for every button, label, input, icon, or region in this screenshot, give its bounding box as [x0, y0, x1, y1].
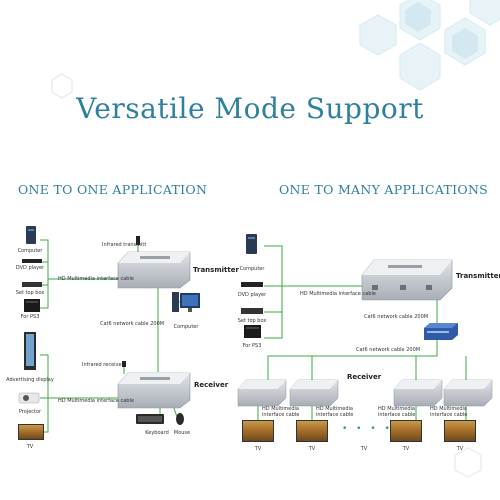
left-dvd-icon [22, 259, 42, 263]
left-output-label: Advertising display [6, 377, 54, 383]
left-computer-label: Computer [173, 324, 199, 330]
one-to-one-heading: ONE TO ONE APPLICATION [18, 182, 208, 197]
right-receiver-devices [237, 379, 493, 407]
right-receiver-label: Receiver [347, 373, 382, 381]
right-transmitter-label: Transmitter [456, 272, 500, 280]
left-source-label: DVD player [15, 265, 45, 271]
right-source-label: Set top box [237, 318, 267, 324]
right-cat6-top-label: Cat6 network cable 200M [364, 314, 429, 320]
right-hdmi-label: HD Multimedia interface cable [300, 291, 376, 297]
keyboard-label: Keyboard [145, 430, 169, 436]
right-tv-label: TV [254, 446, 262, 452]
network-switch-icon [424, 323, 458, 340]
receiver-cable-label: HD Multimedia interface cable [378, 406, 416, 418]
left-hdmi-rx-label: HD Multimedia interface cable [58, 398, 134, 404]
right-settopbox-icon [241, 308, 263, 314]
left-source-label: Set top box [15, 290, 45, 296]
right-source-label: DVD player [237, 292, 267, 298]
left-transmitter-device [117, 251, 191, 289]
right-ps3-icon [244, 325, 261, 338]
right-cables [257, 245, 467, 420]
projector-icon [18, 392, 40, 404]
right-computer-icon [246, 234, 257, 254]
right-transmitter-device [361, 259, 453, 301]
right-tv-icons [242, 420, 476, 442]
receiver-cable-label: HD Multimedia interface cable [430, 406, 468, 418]
left-computer-monitor-icon [172, 292, 200, 312]
left-ps3-icon [24, 299, 40, 312]
left-transmitter-label: Transmitter [193, 266, 239, 274]
receiver-cable-label: HD Multimedia interface cable [316, 406, 354, 418]
left-tv-icon [18, 424, 44, 440]
left-receiver-label: Receiver [194, 381, 229, 389]
right-tv-label: TV [308, 446, 316, 452]
left-hdmi-label: HD Multimedia interface cable [58, 276, 134, 282]
mouse-icon [176, 413, 184, 425]
right-tv-label: TV [402, 446, 410, 452]
left-settopbox-icon [22, 282, 42, 287]
left-output-label: TV [26, 444, 34, 450]
right-source-label: For PS3 [242, 343, 262, 349]
left-source-label: For PS3 [20, 314, 40, 320]
infrared-receive-label: Infrared receive [82, 362, 122, 368]
left-source-label: Computer [17, 248, 43, 254]
right-tv-label: TV [360, 446, 368, 452]
right-tv-label: TV [456, 446, 464, 452]
right-cat6-bottom-label: Cat6 network cable 200M [356, 347, 421, 353]
receiver-cable-label: HD Multimedia interface cable [262, 406, 300, 418]
right-dvd-icon [241, 282, 263, 287]
page-title: Versatile Mode Support [76, 92, 424, 125]
advertising-display-icon [24, 332, 36, 370]
left-cat6-label: Cat6 network cable 200M [100, 321, 165, 327]
more-receivers-dots: • • • • [342, 424, 393, 434]
left-receiver-device [117, 372, 191, 409]
one-to-many-heading: ONE TO MANY APPLICATIONS [279, 182, 489, 197]
infrared-transmit-label: Infrared transmitt [102, 242, 147, 248]
keyboard-icon [136, 414, 164, 424]
right-source-label: Computer [239, 266, 265, 272]
left-computer-icon [26, 226, 36, 244]
mouse-label: Mouse [173, 430, 191, 436]
left-output-label: Projector [18, 409, 42, 415]
